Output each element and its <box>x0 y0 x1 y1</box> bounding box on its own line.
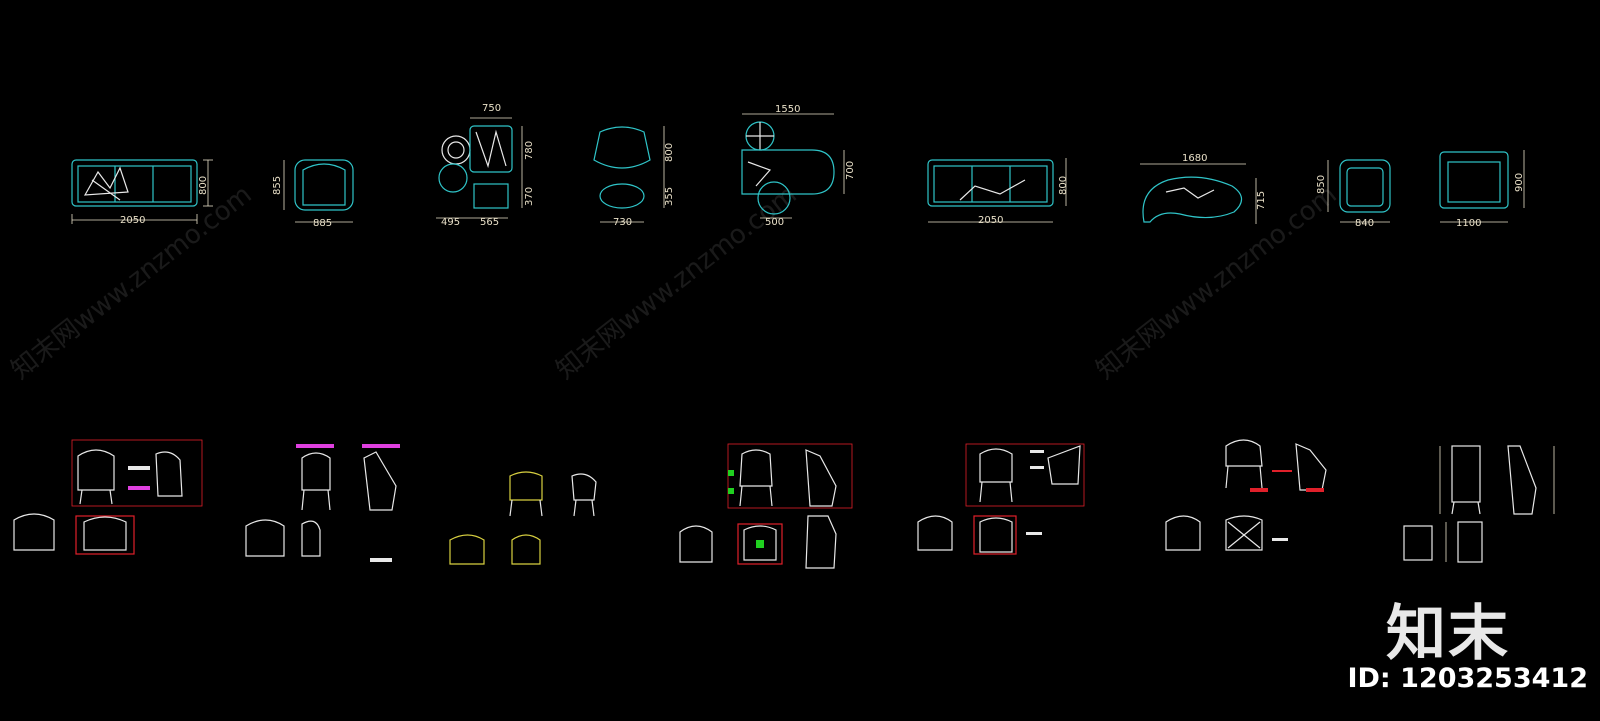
dim-group3-side2: 370 <box>524 187 535 206</box>
dim-sofa1-depth: 800 <box>198 176 209 195</box>
armchair-plan <box>283 159 354 223</box>
dim-group3-bottom1: 495 <box>441 217 460 228</box>
dim-chair9-bottom: 840 <box>1355 218 1374 229</box>
asset-id-label: ID: 1203253412 <box>1347 663 1588 694</box>
dim-curved-sofa-side: 715 <box>1256 191 1267 210</box>
dim-curved-sofa-top: 1680 <box>1182 153 1207 164</box>
dim-sofa2-width: 2050 <box>978 215 1003 226</box>
dim-group4-side1: 800 <box>664 143 675 162</box>
square-chair-plan <box>1439 150 1525 223</box>
chair-elevation-set-4 <box>679 443 853 569</box>
dim-armchair-width: 885 <box>313 218 332 229</box>
chair-elevation-set-2 <box>245 444 400 562</box>
sofa-plan-1 <box>71 159 213 224</box>
daybed-plan <box>741 113 845 219</box>
dim-sofa1-width: 2050 <box>120 215 145 226</box>
plan-views-row: 2050 800 855 885 750 780 370 495 565 <box>71 103 1525 229</box>
dim-chair10-bottom: 1100 <box>1456 218 1481 229</box>
chair-elevation-set-3 <box>449 471 597 565</box>
sofa-plan-2 <box>927 158 1067 223</box>
dim-group3-top: 750 <box>482 103 501 114</box>
chair-elevation-set-1 <box>13 439 203 555</box>
dim-group3-side1: 780 <box>524 141 535 160</box>
dim-chair9-side: 850 <box>1316 175 1327 194</box>
chair-elevation-set-7 <box>1403 445 1555 563</box>
dim-group5-top: 1550 <box>775 104 800 115</box>
chair-elevation-set-5 <box>917 443 1085 555</box>
chair-elevation-set-6 <box>1165 439 1327 551</box>
curved-sofa-plan <box>1140 163 1257 224</box>
chair-ottoman-plan <box>593 126 665 223</box>
dim-group5-side: 700 <box>845 161 856 180</box>
dim-group5-bottom: 500 <box>765 217 784 228</box>
dim-group4-bottom: 730 <box>613 217 632 228</box>
dim-group4-side2: 355 <box>664 187 675 206</box>
chair-table-group-plan <box>436 117 523 219</box>
dim-chair10-side: 900 <box>1514 173 1525 192</box>
dim-group3-bottom2: 565 <box>480 217 499 228</box>
dim-sofa2-depth: 800 <box>1058 176 1069 195</box>
brand-logo: 知末 <box>1386 599 1510 669</box>
elevation-views-row <box>13 439 1555 569</box>
dim-armchair-height: 855 <box>272 176 283 195</box>
armchair-plan-2 <box>1327 159 1391 223</box>
